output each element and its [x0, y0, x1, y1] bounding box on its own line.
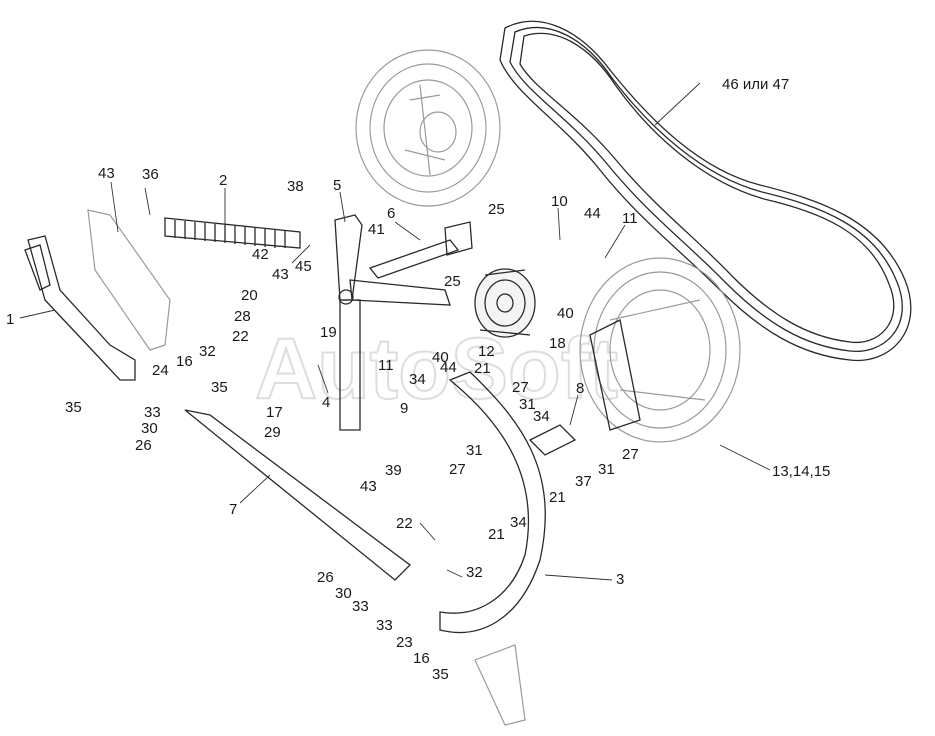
callout-12: 12 [478, 343, 495, 360]
callout-34-a: 34 [409, 371, 426, 388]
lower-mount [474, 644, 526, 726]
callout-23: 23 [396, 634, 413, 651]
callout-44-a: 44 [584, 205, 601, 222]
callout-21-a: 21 [474, 360, 491, 377]
callout-11-a: 11 [622, 210, 638, 227]
callout-30-b: 30 [335, 585, 352, 602]
callout-21-c: 21 [488, 526, 505, 543]
callout-6: 6 [387, 205, 395, 222]
callout-32-b: 32 [466, 564, 483, 581]
callout-34-c: 34 [510, 514, 527, 531]
callout-28: 28 [234, 308, 251, 325]
callout-35-c: 35 [432, 666, 449, 683]
callout-33-c: 33 [376, 617, 393, 634]
callout-5: 5 [333, 177, 341, 194]
part-7-bar [184, 409, 411, 581]
callout-26-b: 26 [317, 569, 334, 586]
mounting-plate [87, 209, 171, 351]
callout-3: 3 [616, 571, 624, 588]
callout-40-b: 40 [557, 305, 574, 322]
callout-21-b: 21 [549, 489, 566, 506]
callout-2: 2 [219, 172, 227, 189]
callout-9: 9 [400, 400, 408, 417]
callout-43-c: 43 [360, 478, 377, 495]
part-8-plate [528, 424, 577, 456]
v-belt [499, 20, 912, 362]
part-3-curved-bar [439, 371, 546, 634]
watermark: AutoSoft [255, 321, 618, 417]
leader-lines [19, 82, 771, 581]
callout-16-b: 16 [413, 650, 430, 667]
callout-44-b: 44 [440, 359, 457, 376]
callout-7: 7 [229, 501, 237, 518]
callout-45: 45 [295, 258, 312, 275]
callout-32-a: 32 [199, 343, 216, 360]
part-6-shaft [368, 239, 460, 279]
callout-35-a: 35 [65, 399, 82, 416]
flange-plate [444, 221, 473, 256]
callout-27-b: 27 [449, 461, 466, 478]
callout-33-b: 33 [352, 598, 369, 615]
callout-37: 37 [575, 473, 592, 490]
callout-27-a: 27 [512, 379, 529, 396]
callout-46-or-47: 46 или 47 [722, 76, 789, 93]
callout-40-a: 40 [432, 349, 449, 366]
part-2-spring [164, 217, 301, 249]
part-12-idler-pulley [474, 268, 536, 338]
callout-4: 4 [322, 394, 330, 411]
callout-24: 24 [152, 362, 169, 379]
part-5-lever [334, 214, 451, 306]
callout-31-c: 31 [598, 461, 615, 478]
callout-22-a: 22 [232, 328, 249, 345]
callout-25-b: 25 [444, 273, 461, 290]
callout-33-a: 33 [144, 404, 161, 421]
callout-39: 39 [385, 462, 402, 479]
callout-17: 17 [266, 404, 283, 421]
callout-20: 20 [241, 287, 258, 304]
callout-27-c: 27 [622, 446, 639, 463]
callout-41: 41 [368, 221, 385, 238]
callout-26-a: 26 [135, 437, 152, 454]
callout-19: 19 [320, 324, 337, 341]
callout-31-a: 31 [519, 396, 536, 413]
callout-18: 18 [549, 335, 566, 352]
callout-36: 36 [142, 166, 159, 183]
callout-43-b: 43 [272, 266, 289, 283]
callout-10: 10 [551, 193, 568, 210]
callout-16-a: 16 [176, 353, 193, 370]
callout-8: 8 [576, 380, 584, 397]
callout-22-b: 22 [396, 515, 413, 532]
callout-25-a: 25 [488, 201, 505, 218]
callout-13-14-15: 13,14,15 [772, 463, 830, 480]
callout-35-b: 35 [211, 379, 228, 396]
callout-42: 42 [252, 246, 269, 263]
callout-31-b: 31 [466, 442, 483, 459]
upper-pulley [355, 49, 501, 207]
part-1-bracket [24, 235, 136, 381]
callout-1: 1 [6, 311, 14, 328]
callout-43-a: 43 [98, 165, 115, 182]
callout-38: 38 [287, 178, 304, 195]
callouts: 1 2 3 4 5 6 7 8 9 10 11 11 12 13,14,15 1… [6, 76, 830, 683]
callout-34-b: 34 [533, 408, 550, 425]
callout-30-a: 30 [141, 420, 158, 437]
part-18-shield [589, 319, 641, 431]
vertical-post [339, 299, 361, 431]
callout-29: 29 [264, 424, 281, 441]
callout-11-b: 11 [378, 357, 394, 374]
